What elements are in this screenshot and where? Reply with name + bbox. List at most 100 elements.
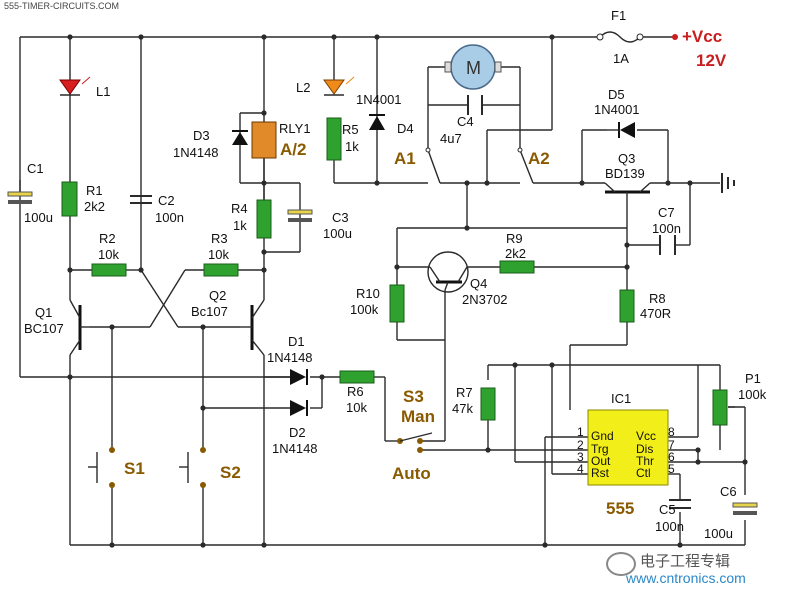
capacitor-c7 bbox=[659, 235, 676, 255]
label-c7: C7 bbox=[658, 205, 675, 220]
label-p1-val: 100k bbox=[738, 387, 767, 402]
label-r4-val: 1k bbox=[233, 218, 247, 233]
label-r6-val: 10k bbox=[346, 400, 367, 415]
label-r7: R7 bbox=[456, 385, 473, 400]
label-f1-val: 1A bbox=[613, 51, 629, 66]
ground-symbol bbox=[721, 173, 735, 193]
wires bbox=[19, 36, 746, 546]
resistor-r5 bbox=[326, 117, 342, 161]
label-r9-val: 2k2 bbox=[505, 246, 526, 261]
label-l1: L1 bbox=[96, 84, 110, 99]
label-r5-val: 1k bbox=[345, 139, 359, 154]
diode-d4 bbox=[369, 114, 385, 130]
label-r9: R9 bbox=[506, 231, 523, 246]
label-ic1: IC1 bbox=[611, 391, 631, 406]
label-ic1-555: 555 bbox=[606, 499, 634, 518]
label-c6: C6 bbox=[720, 484, 737, 499]
label-r1: R1 bbox=[86, 183, 103, 198]
label-a2: A2 bbox=[528, 149, 550, 168]
ic-pin-7: 7 bbox=[668, 438, 675, 452]
resistor-r8 bbox=[619, 289, 635, 323]
potentiometer-p1 bbox=[712, 389, 735, 426]
ic-pin-1: 1 bbox=[577, 425, 584, 439]
label-s2: S2 bbox=[220, 463, 241, 482]
ic-pin-dis: Dis bbox=[636, 442, 653, 456]
label-r10-val: 100k bbox=[350, 302, 379, 317]
label-rly1-contact: A/2 bbox=[280, 140, 306, 159]
resistor-r9 bbox=[499, 260, 535, 274]
watermark-cn: 电子工程专辑 bbox=[640, 553, 731, 570]
label-p1: P1 bbox=[745, 371, 761, 386]
resistor-r2 bbox=[91, 263, 127, 277]
label-q4: Q4 bbox=[470, 276, 487, 291]
ic-pin-ctl: Ctl bbox=[636, 466, 651, 480]
label-q4-val: 2N3702 bbox=[462, 292, 508, 307]
label-d1-val: 1N4148 bbox=[267, 350, 313, 365]
label-d4-val: 1N4001 bbox=[356, 92, 402, 107]
label-d5: D5 bbox=[608, 87, 625, 102]
capacitor-c3 bbox=[287, 209, 313, 222]
diode-d3 bbox=[232, 113, 248, 183]
label-voltage: 12V bbox=[696, 51, 727, 70]
diode-d1 bbox=[264, 369, 308, 385]
resistor-r4 bbox=[256, 199, 272, 239]
ic1-555-body bbox=[587, 409, 669, 486]
ic-pin-rst: Rst bbox=[591, 466, 610, 480]
label-f1: F1 bbox=[611, 8, 626, 23]
resistor-r6 bbox=[339, 370, 375, 384]
ic-pin-gnd: Gnd bbox=[591, 429, 614, 443]
label-s1: S1 bbox=[124, 459, 145, 478]
label-q1-val: BC107 bbox=[24, 321, 64, 336]
capacitor-c6 bbox=[732, 502, 758, 515]
capacitor-c2 bbox=[130, 195, 152, 204]
ic-pin-thr: Thr bbox=[636, 454, 654, 468]
ic-pin-trg: Trg bbox=[591, 442, 609, 456]
label-c3: C3 bbox=[332, 210, 349, 225]
label-q2-val: Bc107 bbox=[191, 304, 228, 319]
label-c5-val: 100n bbox=[655, 519, 684, 534]
label-d5-val: 1N4001 bbox=[594, 102, 640, 117]
label-d4: D4 bbox=[397, 121, 414, 136]
motor-icon: M bbox=[444, 44, 502, 90]
label-c6-val: 100u bbox=[704, 526, 733, 541]
capacitor-c5 bbox=[669, 499, 691, 509]
resistor-r10 bbox=[389, 284, 405, 323]
ic-pin-8: 8 bbox=[668, 425, 675, 439]
label-q3-val: BD139 bbox=[605, 166, 645, 181]
relay-contact-a1 bbox=[425, 147, 441, 184]
label-d2-val: 1N4148 bbox=[272, 441, 318, 456]
labels: F1 1A +Vcc 12V L1 L2 C1 100u R1 2k2 C2 1… bbox=[24, 8, 767, 541]
label-rly1: RLY1 bbox=[279, 121, 311, 136]
fuse-f1 bbox=[596, 31, 644, 43]
ic-pin-2: 2 bbox=[577, 438, 584, 452]
label-c7-val: 100n bbox=[652, 221, 681, 236]
relay-contact-a2 bbox=[517, 147, 534, 184]
label-c2: C2 bbox=[158, 193, 175, 208]
capacitor-c1 bbox=[7, 180, 33, 204]
label-d2: D2 bbox=[289, 425, 306, 440]
label-q1: Q1 bbox=[35, 305, 52, 320]
label-r5: R5 bbox=[342, 122, 359, 137]
resistor-r1 bbox=[61, 181, 78, 217]
led-l1 bbox=[59, 76, 91, 96]
wechat-icon bbox=[606, 552, 636, 576]
label-c5: C5 bbox=[659, 502, 676, 517]
label-s3: S3 bbox=[403, 387, 424, 406]
switch-s2 bbox=[179, 447, 206, 488]
label-r8-val: 470R bbox=[640, 306, 671, 321]
label-r10: R10 bbox=[356, 286, 380, 301]
label-s3-auto: Auto bbox=[392, 464, 431, 483]
label-r2-val: 10k bbox=[98, 247, 119, 262]
label-c4: C4 bbox=[457, 114, 474, 129]
label-c1-val: 100u bbox=[24, 210, 53, 225]
label-d3-val: 1N4148 bbox=[173, 145, 219, 160]
relay-rly1-coil bbox=[251, 121, 277, 159]
label-r6: R6 bbox=[347, 384, 364, 399]
vcc-terminal bbox=[672, 34, 678, 40]
label-r1-val: 2k2 bbox=[84, 199, 105, 214]
label-r3-val: 10k bbox=[208, 247, 229, 262]
label-c1: C1 bbox=[27, 161, 44, 176]
label-q2: Q2 bbox=[209, 288, 226, 303]
transistor-q4 bbox=[427, 251, 469, 293]
label-r7-val: 47k bbox=[452, 401, 473, 416]
